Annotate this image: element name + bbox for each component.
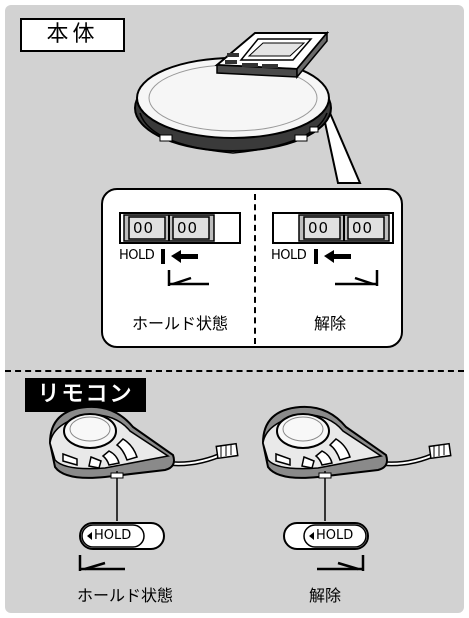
hold-state-caption-main: ホールド状態	[131, 314, 228, 333]
cd-player-illustration	[134, 30, 362, 184]
hold-mark-right: HOLD	[271, 248, 307, 263]
hold-state-caption-remote: ホールド状態	[76, 586, 173, 605]
diagram-frame: 本体	[5, 5, 464, 613]
remote-illustration-left	[48, 405, 239, 521]
remote-hold-switch-right	[283, 522, 369, 571]
hold-mark-left: HOLD	[119, 248, 155, 263]
remote-hold-label-right: HOLD	[316, 528, 354, 543]
remote-label: リモコン	[25, 378, 146, 412]
segment-left-1-text: 00	[133, 219, 155, 237]
hold-switch-right	[272, 212, 394, 286]
segment-right-2-text: 00	[352, 219, 374, 237]
segment-left-2-text: 00	[177, 219, 199, 237]
remote-illustration-right	[261, 405, 452, 521]
hold-switch-left	[119, 212, 241, 286]
remote-hold-switch-left	[78, 522, 165, 571]
segment-right-1-text: 00	[308, 219, 330, 237]
section-divider	[5, 370, 464, 372]
panel-divider	[254, 194, 256, 344]
release-caption-remote: 解除	[308, 586, 341, 605]
main-unit-label: 本体	[20, 18, 125, 52]
release-caption-main: 解除	[313, 314, 346, 333]
remote-hold-label-left: HOLD	[94, 528, 132, 543]
